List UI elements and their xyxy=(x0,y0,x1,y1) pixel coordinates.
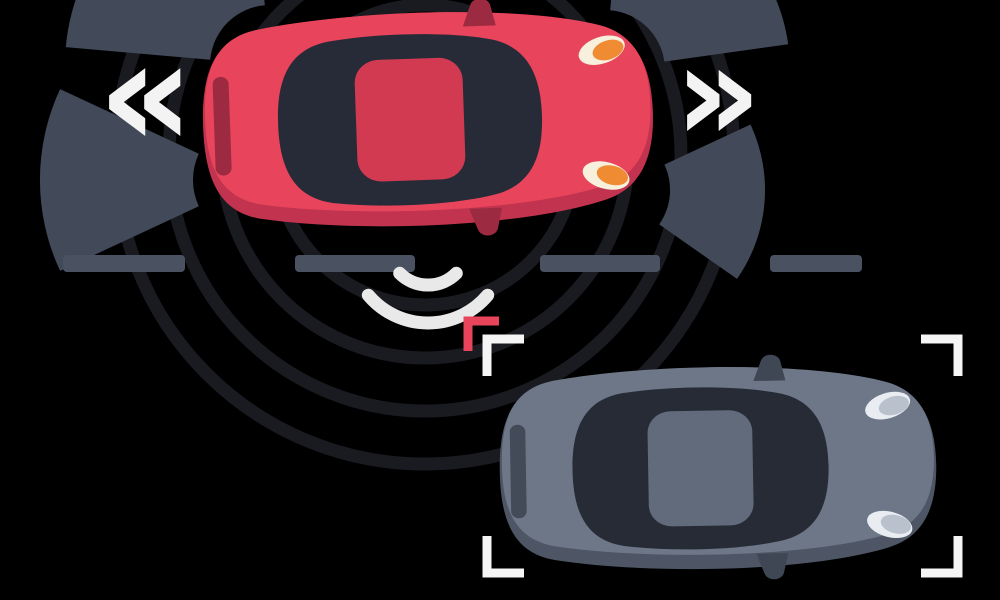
sensor-fan-top-right xyxy=(610,0,789,62)
red-car-mirror-top xyxy=(462,0,496,27)
red-car-roof xyxy=(354,57,466,182)
sonar-waves-icon xyxy=(361,266,495,330)
gray-car-mirror-bottom xyxy=(756,553,789,580)
sensor-fans xyxy=(39,0,789,279)
sensor-fan-left xyxy=(39,89,199,271)
red-car xyxy=(202,0,653,236)
lane-dash-3 xyxy=(540,255,660,272)
sonar-wave-inner xyxy=(393,266,463,292)
target-corner-red-icon xyxy=(463,316,499,351)
red-car-headlight-top-lamp xyxy=(592,39,624,61)
gray-car-headlight-top xyxy=(865,391,911,420)
bracket-bottom-left xyxy=(482,536,524,578)
gray-car-roof xyxy=(647,410,754,527)
target-brackets-icon xyxy=(482,334,963,578)
bracket-bottom-right xyxy=(921,536,963,578)
gray-car-headlight-bottom xyxy=(867,510,913,539)
lane-dash-2 xyxy=(295,255,415,272)
sensor-fan-top-left xyxy=(65,0,265,60)
bracket-top-left xyxy=(482,334,524,376)
lane-markings xyxy=(63,255,862,272)
red-car-rear-band xyxy=(212,76,232,176)
gray-car-rear-band xyxy=(509,424,527,519)
sensor-fan-right xyxy=(659,124,766,279)
gray-car-headlight-bottom-lamp xyxy=(880,514,911,534)
gray-car-headlight-top-lamp xyxy=(878,395,909,416)
chevrons-right-icon: » xyxy=(674,15,761,172)
sonar-wave-outer xyxy=(361,288,495,330)
bracket-top-right xyxy=(921,334,963,376)
red-car-headlight-bottom-lamp xyxy=(596,165,629,186)
red-car-headlight-bottom xyxy=(582,161,630,190)
chevrons-left-icon: « xyxy=(98,8,195,182)
lane-dash-4 xyxy=(770,255,862,272)
gray-car xyxy=(499,354,937,580)
gray-car-mirror-top xyxy=(753,354,786,381)
red-car-mirror-bottom xyxy=(469,207,503,236)
red-car-headlight-top xyxy=(578,35,625,65)
lane-dash-1 xyxy=(63,255,185,272)
